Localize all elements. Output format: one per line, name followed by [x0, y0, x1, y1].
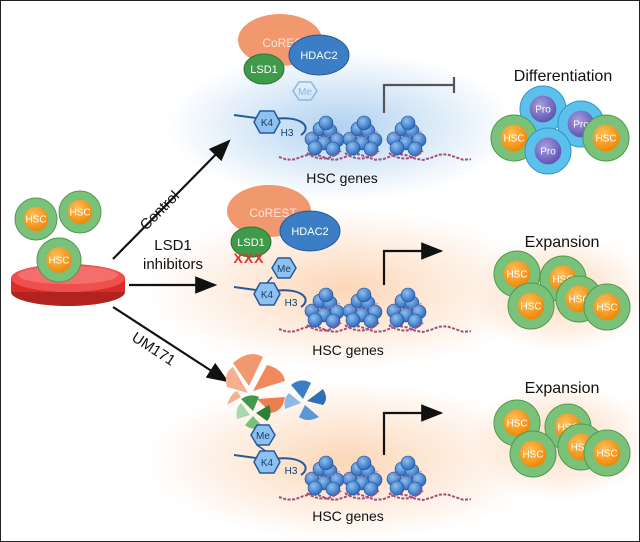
control-arrow-label: Control: [137, 188, 183, 234]
histone-tail: [272, 117, 307, 136]
h3-label: H3: [285, 298, 298, 309]
me-label: Me: [256, 431, 270, 442]
hsc-cell: HSC: [14, 197, 58, 241]
cell-cluster: HSC HSC HSC HSC HSC: [493, 250, 631, 331]
lsd1-protein: [243, 53, 285, 85]
hsc-genes-label: HSC genes: [312, 342, 384, 358]
outcome-label: Expansion: [525, 380, 600, 397]
cell-label: HSC: [506, 419, 527, 430]
me-hexagon: [250, 424, 276, 446]
hsc-cell: HSC: [58, 190, 102, 234]
h3-label: H3: [285, 466, 298, 477]
nucleosome: [386, 455, 427, 500]
inhibition-mark: XXX: [233, 250, 264, 266]
k4-label: K4: [261, 290, 274, 301]
hsc-cell: HSC: [36, 237, 82, 283]
nucleosome: [386, 115, 427, 160]
hsc-cell: HSC: [582, 114, 630, 162]
um171-arrow: [112, 306, 229, 383]
histone-tail: [272, 457, 307, 476]
cell-label: HSC: [506, 270, 527, 281]
cell-label: HSC: [503, 134, 524, 145]
blocked-transcription-arrow: [382, 83, 454, 113]
hdac2-label: HDAC2: [300, 50, 337, 62]
lsd1-arrow-label-line1: LSD1: [154, 237, 192, 254]
h3-label: H3: [281, 128, 294, 139]
outcome-label: Differentiation: [514, 68, 612, 85]
hdac2-protein: [279, 210, 341, 252]
lsd1-label: LSD1: [237, 237, 265, 249]
active-transcription-arrow: [382, 242, 444, 285]
k4-label: K4: [261, 458, 274, 469]
cell-label: HSC: [48, 256, 69, 267]
hdac2-label: HDAC2: [291, 226, 328, 238]
fragmented-corest: [225, 354, 285, 413]
cell-label: HSC: [552, 275, 573, 286]
nucleosome: [304, 115, 345, 160]
fragmented-hdac2: [284, 380, 326, 420]
cell-label: Pro: [573, 120, 589, 131]
histone-tail: [272, 289, 307, 308]
um171-arrow-label: UM171: [129, 329, 179, 370]
me-hexagon-faint: [292, 81, 318, 101]
nucleosome: [304, 455, 345, 500]
me-hexagon: [271, 257, 297, 279]
cell-label: HSC: [522, 450, 543, 461]
k4-hexagon: [253, 110, 281, 134]
chromatin-fiber: [278, 455, 472, 502]
lsd1-arrow-label-line2: inhibitors: [143, 256, 203, 273]
hdac2-protein: [288, 34, 350, 76]
me-label-faint: Me: [298, 87, 312, 98]
cell-label: HSC: [520, 302, 541, 313]
progenitor-cell: Pro: [524, 127, 572, 175]
cell-label: HSC: [568, 295, 589, 306]
um171-glow: [146, 381, 546, 541]
um171-panel: Me K4 H3 HSC genes Expansion HSC HSC HSC HS…: [225, 354, 631, 524]
hsc-cell: HSC: [509, 430, 557, 478]
control-arrow: [112, 139, 231, 260]
cell-label: HSC: [596, 303, 617, 314]
outcome-label: Expansion: [525, 234, 600, 251]
k4-label: K4: [261, 118, 274, 129]
nucleosome: [342, 455, 383, 500]
progenitor-cell: Pro: [519, 85, 567, 133]
me-label: Me: [277, 264, 291, 275]
active-transcription-arrow: [382, 404, 444, 455]
cell-label: Pro: [540, 147, 556, 158]
cell-label: HSC: [25, 215, 46, 226]
cell-label: Pro: [535, 105, 551, 116]
hsc-cell: HSC: [583, 429, 631, 477]
nucleosome: [342, 115, 383, 160]
nucleosome: [304, 287, 345, 332]
control-glow: [166, 51, 516, 201]
lsd1-inhibitors-panel: CoREST HDAC2 LSD1 XXX Me K4 H3 HSC genes…: [227, 185, 631, 358]
k4-hexagon: [253, 450, 281, 474]
chromatin-fiber: [278, 287, 472, 334]
cell-label: HSC: [570, 443, 591, 454]
corest-label: CoREST: [249, 206, 297, 220]
lsd1-protein: [230, 226, 272, 258]
lsd1-label: LSD1: [250, 64, 278, 76]
chromatin-fiber: [278, 115, 472, 162]
cell-label: HSC: [69, 208, 90, 219]
hsc-cell: HSC: [507, 282, 555, 330]
hsc-genes-label: HSC genes: [306, 170, 378, 186]
me-link: [266, 276, 273, 284]
hsc-cell: HSC: [583, 283, 631, 331]
k4-hexagon: [253, 282, 281, 306]
cell-label: HSC: [596, 449, 617, 460]
cell-label: HSC: [595, 134, 616, 145]
nucleosome: [386, 287, 427, 332]
nucleosome: [342, 287, 383, 332]
control-panel: CoREST HDAC2 LSD1 Me K4 H3 HSC genes Dif…: [233, 14, 630, 186]
hsc-genes-label: HSC genes: [312, 508, 384, 524]
dish-cells: HSC HSC HSC: [14, 190, 102, 283]
